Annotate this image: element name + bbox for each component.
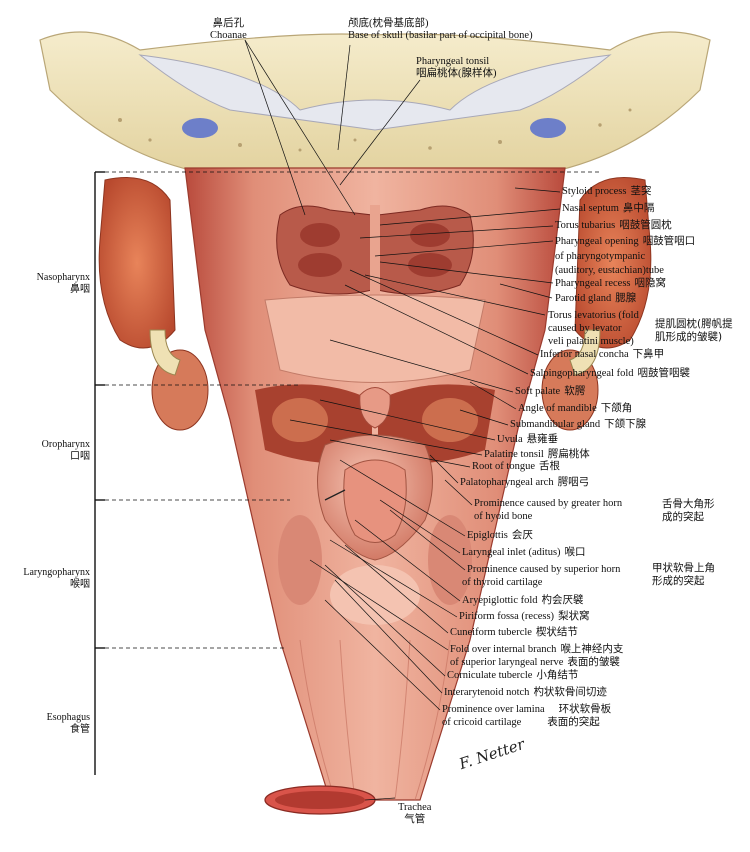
label-veli-palatini: veli palatini muscle) [548,336,634,347]
label-pharyngotympanic: of pharyngotympanic [555,251,646,262]
epiglottis [317,434,433,561]
label-thyroid-cartilage: of thyroid cartilage [462,577,543,588]
label-hyoid-zh: 舌骨大角形 成的突起 [662,498,715,523]
parotid-gland-right [574,177,652,349]
label-torus-levatorius-zh: 提肌圆枕(腭帆提 肌形成的皱襞) [655,318,733,343]
piriform-fossa-right [428,515,472,605]
label-laryngeal-inlet: Laryngeal inlet (aditus)喉口 [462,547,586,558]
label-piriform-fossa: Piriform fossa (recess)梨状窝 [459,611,590,622]
label-greater-horn: Prominence caused by greater horn [474,498,623,509]
base-of-skull-label: 颅底(枕骨基底部) Base of skull (basilar part of… [348,18,533,41]
label-auditory-tube: (auditory, eustachian)tube [555,265,664,276]
pharyngeal-tonsil-label: Pharyngeal tonsil 咽扁桃体(腺样体) [416,56,497,79]
label-levator: caused by levator [548,323,622,334]
label-hyoid-bone: of hyoid bone [474,511,533,522]
soft-palate [264,294,486,383]
skull-base [39,31,711,171]
choanae-label: 鼻后孔 Choanae [210,18,247,41]
label-torus-levatorius: Torus levatorius (fold [548,310,639,321]
trachea-label: Trachea 气管 [398,802,432,825]
label-thyroid-zh: 甲状软骨上角 形成的突起 [652,562,715,587]
parotid-gland-left [98,177,176,349]
label-superior-horn: Prominence caused by superior horn [467,564,621,575]
piriform-fossa-left [278,515,322,605]
choanae [276,205,474,295]
